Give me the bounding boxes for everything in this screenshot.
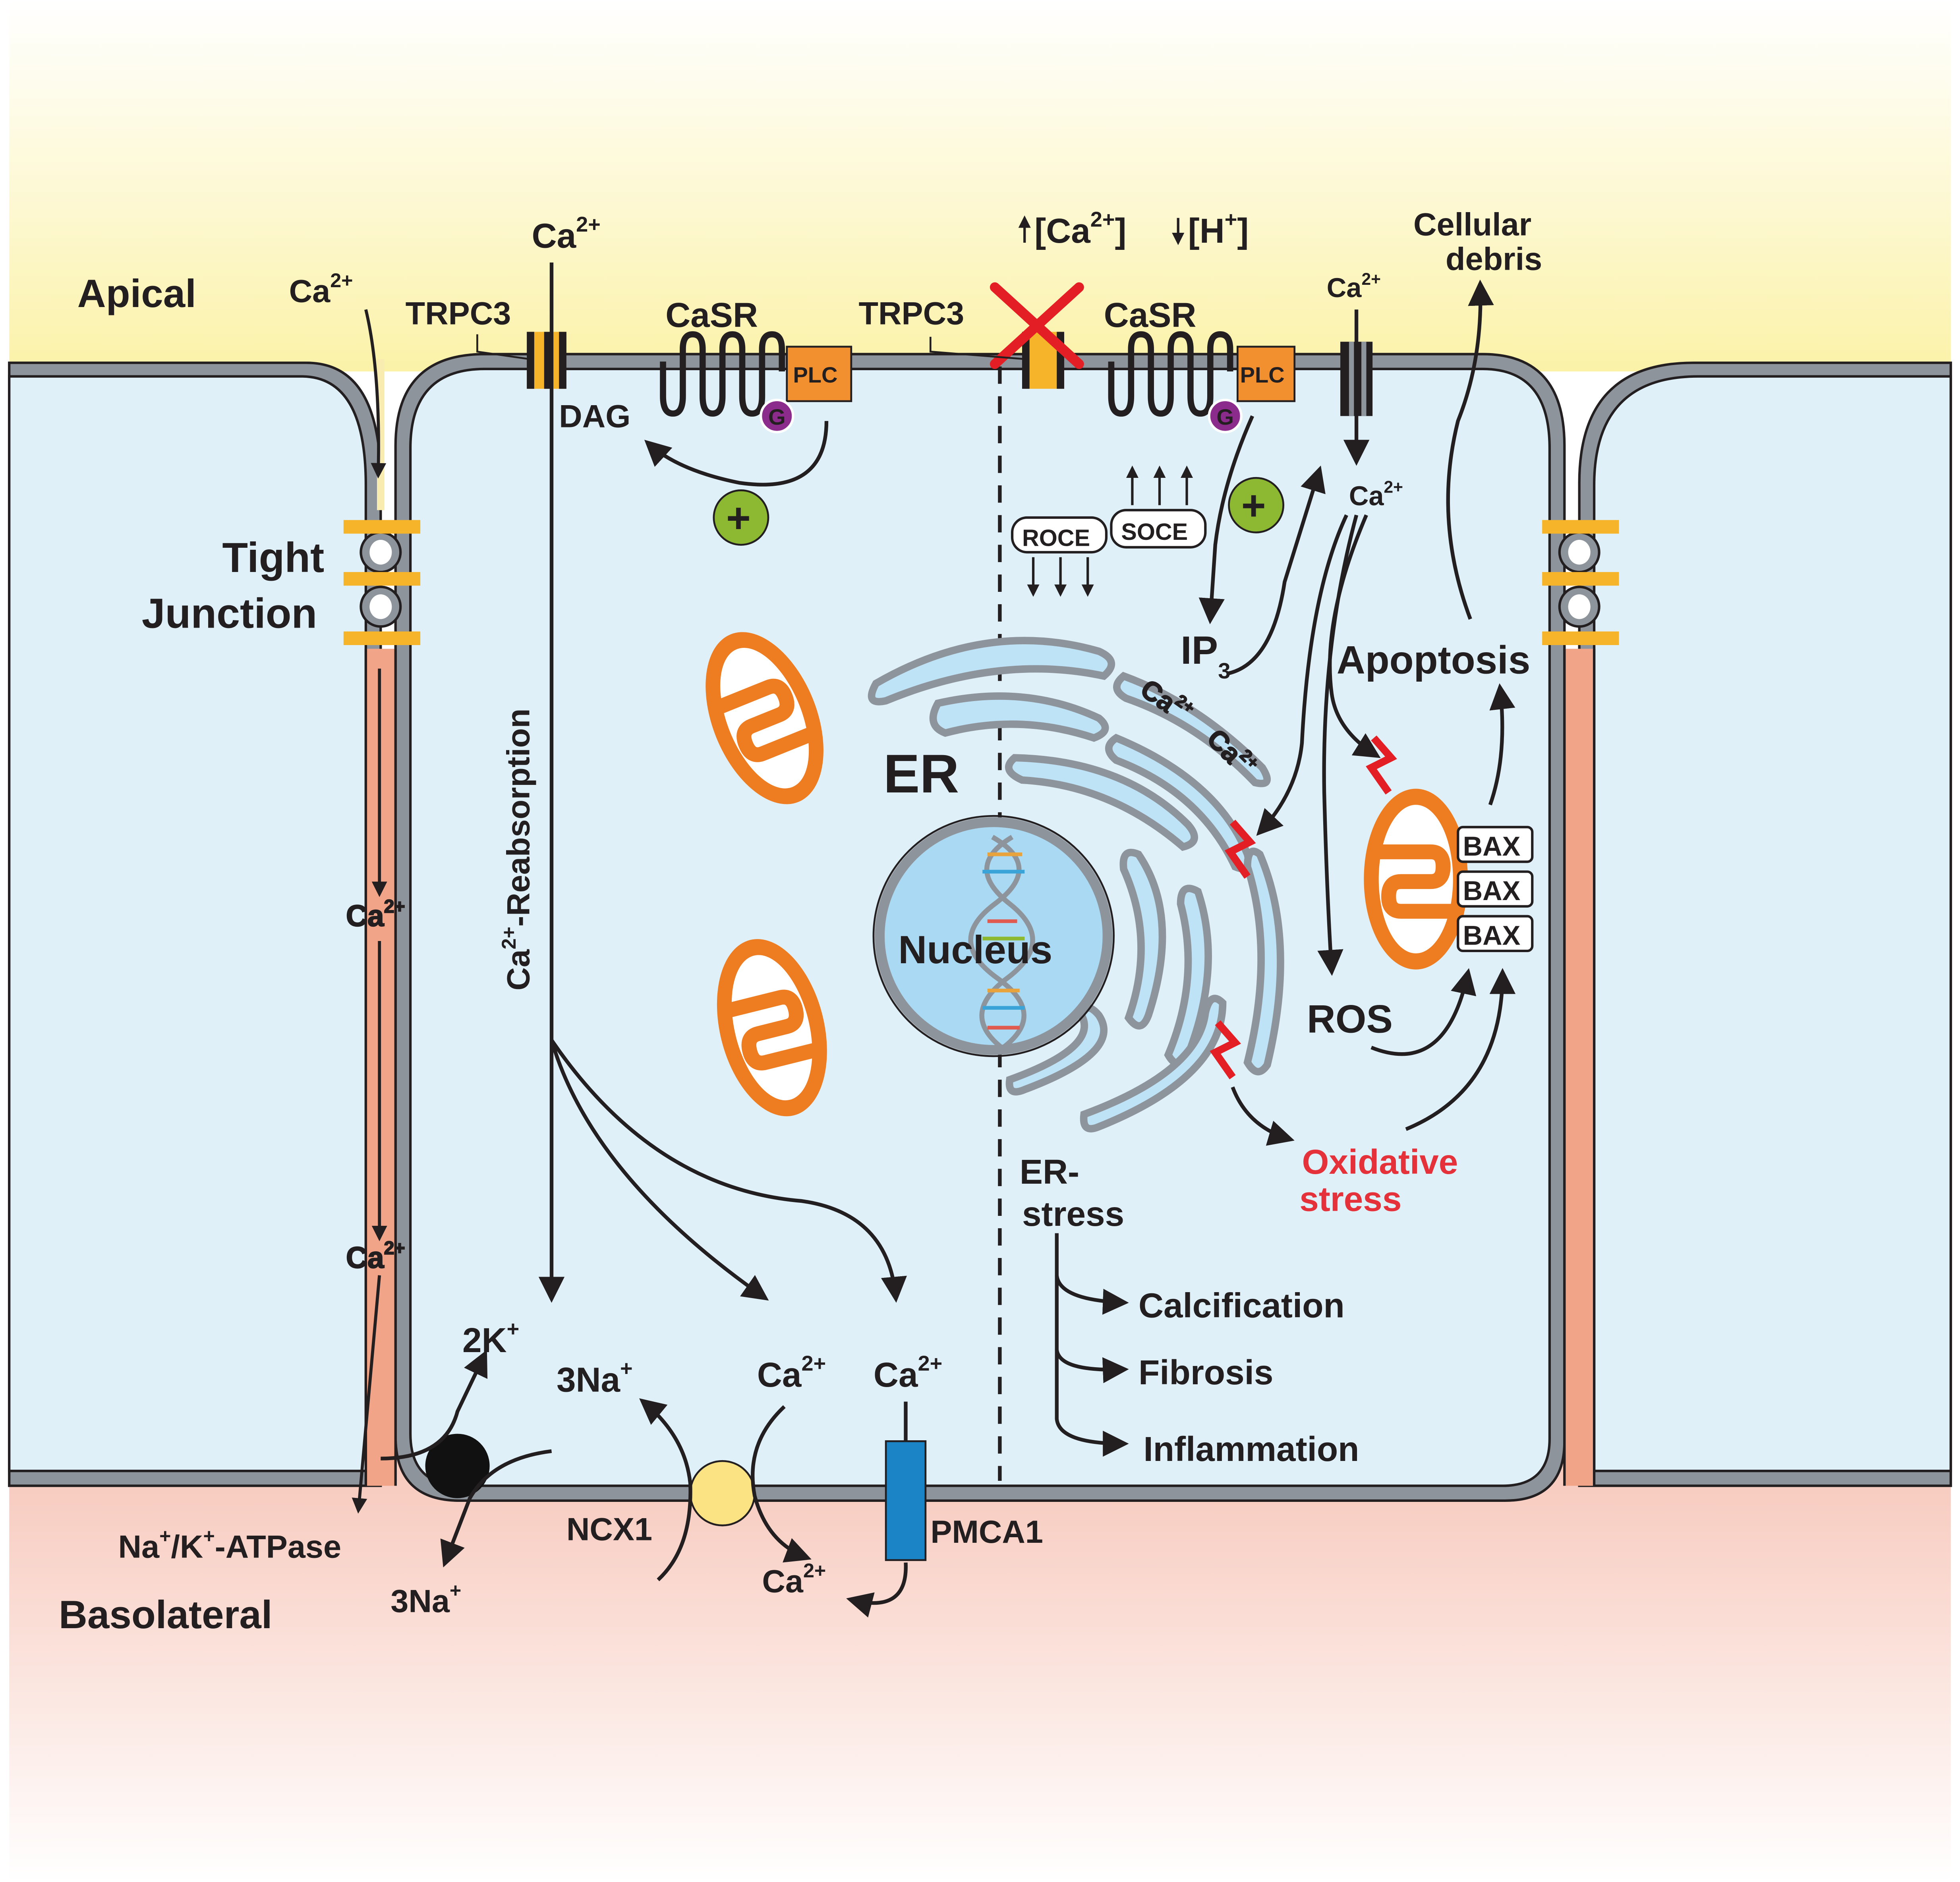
apical-lumen [9, 0, 1951, 372]
na-k-atpase-icon [425, 1434, 490, 1498]
inflammation-label: Inflammation [1143, 1430, 1359, 1469]
cellular-label: Cellular [1413, 207, 1531, 242]
casr-label-left: CaSR [665, 296, 758, 334]
na-k-atpase-label: Na+/K+-ATPase [118, 1525, 341, 1565]
ncx1-label: NCX1 [566, 1512, 652, 1548]
two-k-label: 2K+ [462, 1317, 519, 1360]
plc-label-right: PLC [1240, 362, 1285, 387]
ca-trpc3-label: Ca2+ [532, 213, 601, 255]
dag-label: DAG [559, 398, 630, 434]
svg-text:+: + [726, 495, 751, 541]
three-na-label-inside: 3Na+ [557, 1356, 633, 1399]
plc-icon [786, 346, 852, 402]
svg-text:+: + [1241, 482, 1266, 529]
ca-cytosol-label: Ca2+ [1349, 478, 1403, 511]
trpc3-channel-icon [527, 332, 566, 389]
plus-icon [713, 489, 769, 546]
plc-label-left: PLC [793, 362, 837, 387]
er-stress-label-2: stress [1022, 1195, 1124, 1233]
right-paracellular-space [1563, 649, 1596, 1486]
mitochondrion-icon-3 [1364, 789, 1468, 970]
g-protein-icon-right [1208, 398, 1243, 433]
soce-box [1110, 509, 1207, 549]
tight-label: Tight [222, 534, 324, 581]
calcification-label: Calcification [1139, 1287, 1345, 1325]
ca-ncx-inside-label: Ca2+ [757, 1352, 826, 1395]
tight-junction-icon [343, 520, 421, 645]
reabsorption-label: Ca2+-Reabsorption [498, 709, 536, 991]
dna-icon [968, 835, 1035, 1052]
svg-text:BAX: BAX [1463, 920, 1521, 951]
roce-label: ROCE [1022, 525, 1090, 551]
ca-paracellular-mid-label: Ca2+ [346, 896, 405, 932]
roce-box [1011, 516, 1108, 554]
cross-icon [990, 282, 1084, 369]
stress-label: stress [1299, 1180, 1401, 1219]
junction-label: Junction [142, 590, 317, 637]
g-label-right: G [1216, 404, 1234, 429]
ca-channel-right-label: Ca2+ [1327, 270, 1381, 303]
er-stress-label-1: ER- [1020, 1153, 1079, 1191]
oxidative-label: Oxidative [1302, 1143, 1458, 1181]
ca-paracellular-arrow [364, 309, 387, 479]
trpc3-label-right: TRPC3 [859, 296, 965, 332]
tight-junction-icon-right [1542, 520, 1619, 645]
ca-increase-label: [Ca2+] [1034, 207, 1126, 250]
svg-text:BAX: BAX [1463, 831, 1521, 862]
h-decrease-label: [H+] [1188, 207, 1249, 250]
casr-receptor-icon [660, 331, 785, 417]
ca-pmca-inside-label: Ca2+ [874, 1352, 942, 1395]
plc-icon-right [1237, 346, 1296, 402]
apical-label: Apical [77, 272, 196, 316]
three-na-label-outside: 3Na+ [390, 1579, 461, 1619]
ca-paracellular-label: Ca2+ [289, 269, 353, 309]
bax-box-1 [1457, 826, 1534, 863]
ip3-label: IP3 [1181, 628, 1230, 683]
nucleus-icon [875, 817, 1113, 1055]
g-protein-icon [760, 398, 794, 433]
casr-label-right: CaSR [1104, 296, 1196, 334]
ros-label: ROS [1307, 997, 1393, 1041]
pmca1-label: PMCA1 [930, 1514, 1043, 1550]
casr-receptor-icon-right [1108, 331, 1233, 417]
basolateral-label: Basolateral [59, 1593, 273, 1637]
trpc3-label-left: TRPC3 [406, 296, 511, 332]
ca-paracellular-low-label: Ca2+ [346, 1238, 405, 1274]
svg-text:BAX: BAX [1463, 875, 1521, 906]
g-label-left: G [768, 404, 786, 429]
ncx1-icon [689, 1460, 756, 1526]
bax-box-3 [1457, 915, 1534, 953]
soce-label: SOCE [1121, 518, 1188, 545]
er-label: ER [883, 744, 959, 804]
pmca1-icon [885, 1440, 927, 1561]
nucleus-label: Nucleus [898, 928, 1052, 972]
plus-icon-right [1228, 477, 1285, 533]
bax-box-2 [1457, 870, 1534, 908]
apoptosis-label: Apoptosis [1337, 638, 1531, 682]
fibrosis-label: Fibrosis [1139, 1353, 1273, 1392]
ca-outside-label: Ca2+ [762, 1559, 826, 1599]
debris-label: debris [1446, 242, 1542, 277]
er-icon [868, 637, 1284, 1132]
